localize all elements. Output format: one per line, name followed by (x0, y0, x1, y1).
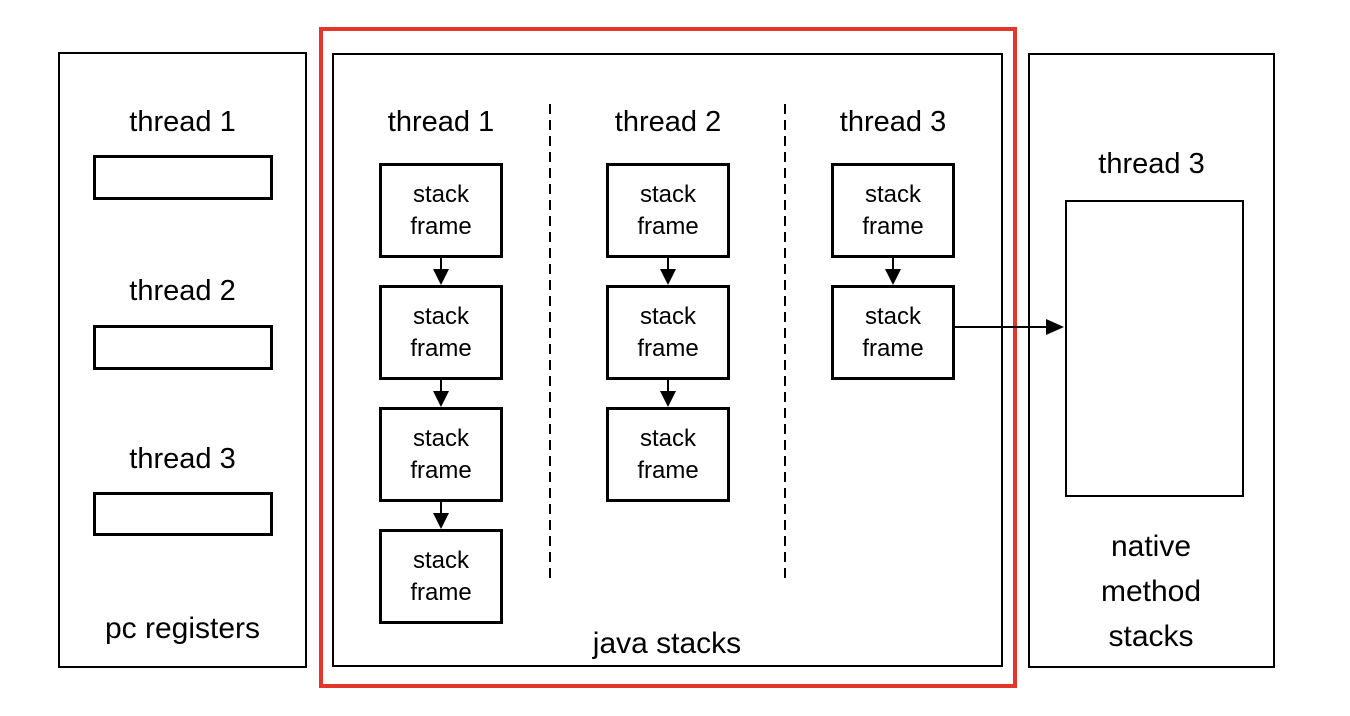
pc-register-slot-3 (93, 492, 273, 536)
thread3-stack-frame-1: stack frame (831, 163, 955, 258)
thread2-stack-frame-2: stack frame (606, 285, 730, 380)
java-stacks-caption: java stacks (592, 627, 742, 660)
thread1-stack-frame-2: stack frame (379, 285, 503, 380)
java-stacks-highlight-border (319, 27, 1017, 688)
native-method-stacks-caption: native method stacks (1100, 530, 1202, 653)
pc-registers-caption: pc registers (104, 612, 261, 645)
java-stacks-thread-1-label: thread 1 (387, 106, 495, 138)
pc-thread-1-label: thread 1 (129, 106, 236, 138)
native-stack-area (1065, 200, 1244, 497)
thread3-stack-frame-2: stack frame (831, 285, 955, 380)
pc-register-slot-2 (93, 325, 273, 370)
thread1-stack-frame-4: stack frame (379, 529, 503, 624)
thread1-stack-frame-1: stack frame (379, 163, 503, 258)
java-stacks-thread-2-label: thread 2 (614, 106, 722, 138)
thread2-stack-frame-3: stack frame (606, 407, 730, 502)
thread2-stack-frame-1: stack frame (606, 163, 730, 258)
pc-thread-2-label: thread 2 (129, 275, 236, 307)
thread1-stack-frame-3: stack frame (379, 407, 503, 502)
pc-register-slot-1 (93, 155, 273, 200)
java-stacks-thread-3-label: thread 3 (839, 106, 947, 138)
pc-thread-3-label: thread 3 (129, 443, 236, 475)
native-thread-3-label: thread 3 (1098, 148, 1205, 180)
